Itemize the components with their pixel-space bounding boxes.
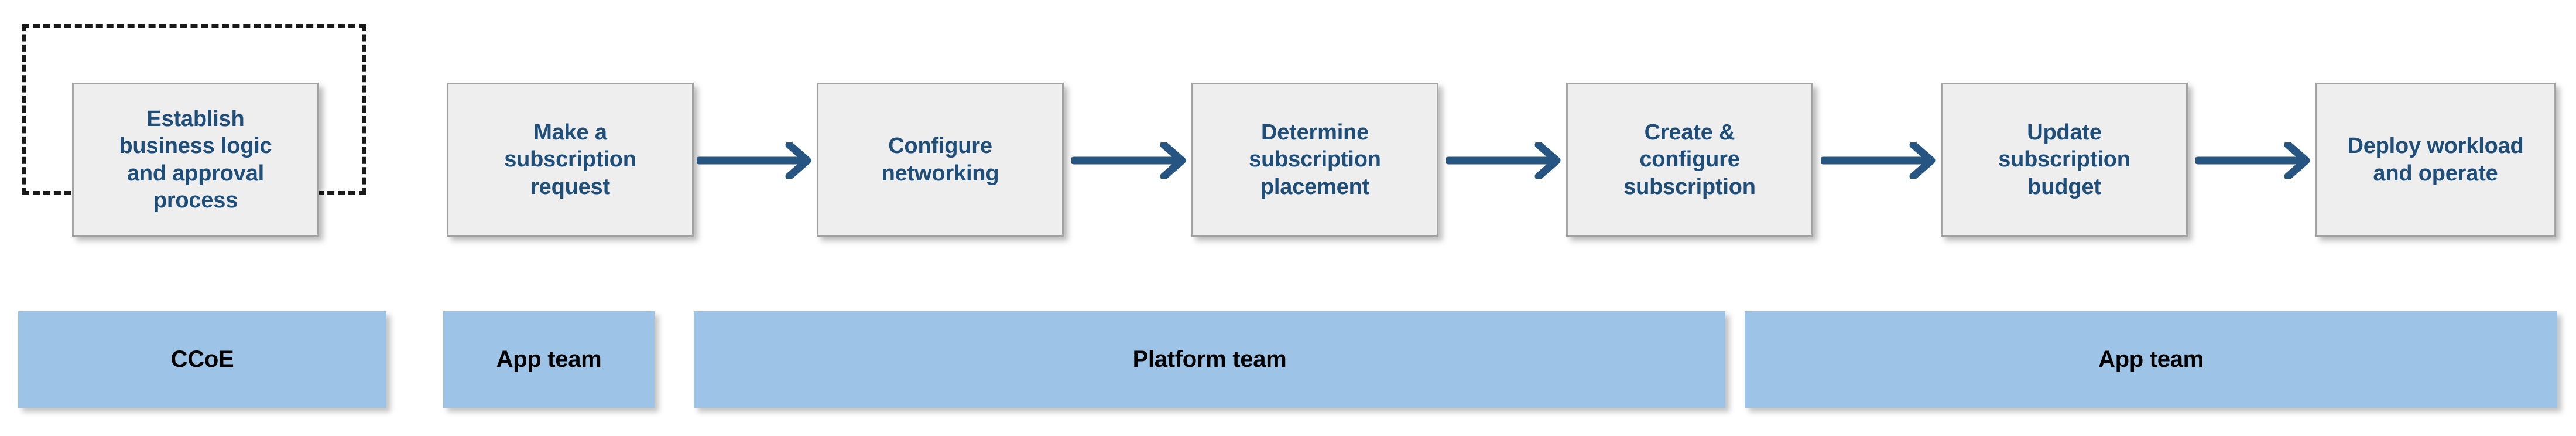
team-bar-label: App team [2098,346,2204,372]
process-step-label: Deploy workload and operate [2347,134,2524,186]
arrow-right-icon [1070,141,1186,180]
process-step-label: Create & configure subscription [1623,120,1756,199]
process-step-label: Determine subscription placement [1249,120,1381,199]
process-step-label: Make a subscription request [504,120,636,199]
process-step-label: Establish business logic and approval pr… [119,106,272,213]
team-bar-label: App team [496,346,602,372]
arrow-right-icon [1819,141,1936,180]
process-step-determine-subscription-placement[interactable]: Determine subscription placement [1191,83,1438,237]
team-bar-label: Platform team [1132,346,1287,372]
team-bar-team-platform-team[interactable]: Platform team [694,311,1725,408]
flow-arrow-arrow-3 [1444,141,1563,180]
team-bar-team-ccoe[interactable]: CCoE [18,311,386,408]
flow-arrow-arrow-1 [695,141,814,180]
flow-arrow-arrow-5 [2194,141,2313,180]
team-bar-team-app-team-1[interactable]: App team [443,311,655,408]
process-step-deploy-workload-and-operate[interactable]: Deploy workload and operate [2315,83,2556,237]
arrow-right-icon [695,141,811,180]
process-step-make-subscription-request[interactable]: Make a subscription request [447,83,694,237]
process-step-label: Configure networking [881,134,999,186]
team-bar-label: CCoE [170,346,234,372]
process-step-configure-networking[interactable]: Configure networking [817,83,1064,237]
process-step-label: Update subscription budget [1998,120,2130,199]
arrow-right-icon [1444,141,1561,180]
team-bar-team-app-team-2[interactable]: App team [1745,311,2557,408]
process-step-create-configure-subscription[interactable]: Create & configure subscription [1566,83,1813,237]
flow-arrow-arrow-4 [1819,141,1938,180]
process-step-establish-business-logic[interactable]: Establish business logic and approval pr… [72,83,319,237]
arrow-right-icon [2194,141,2310,180]
flow-arrow-arrow-2 [1070,141,1188,180]
process-step-update-subscription-budget[interactable]: Update subscription budget [1941,83,2188,237]
